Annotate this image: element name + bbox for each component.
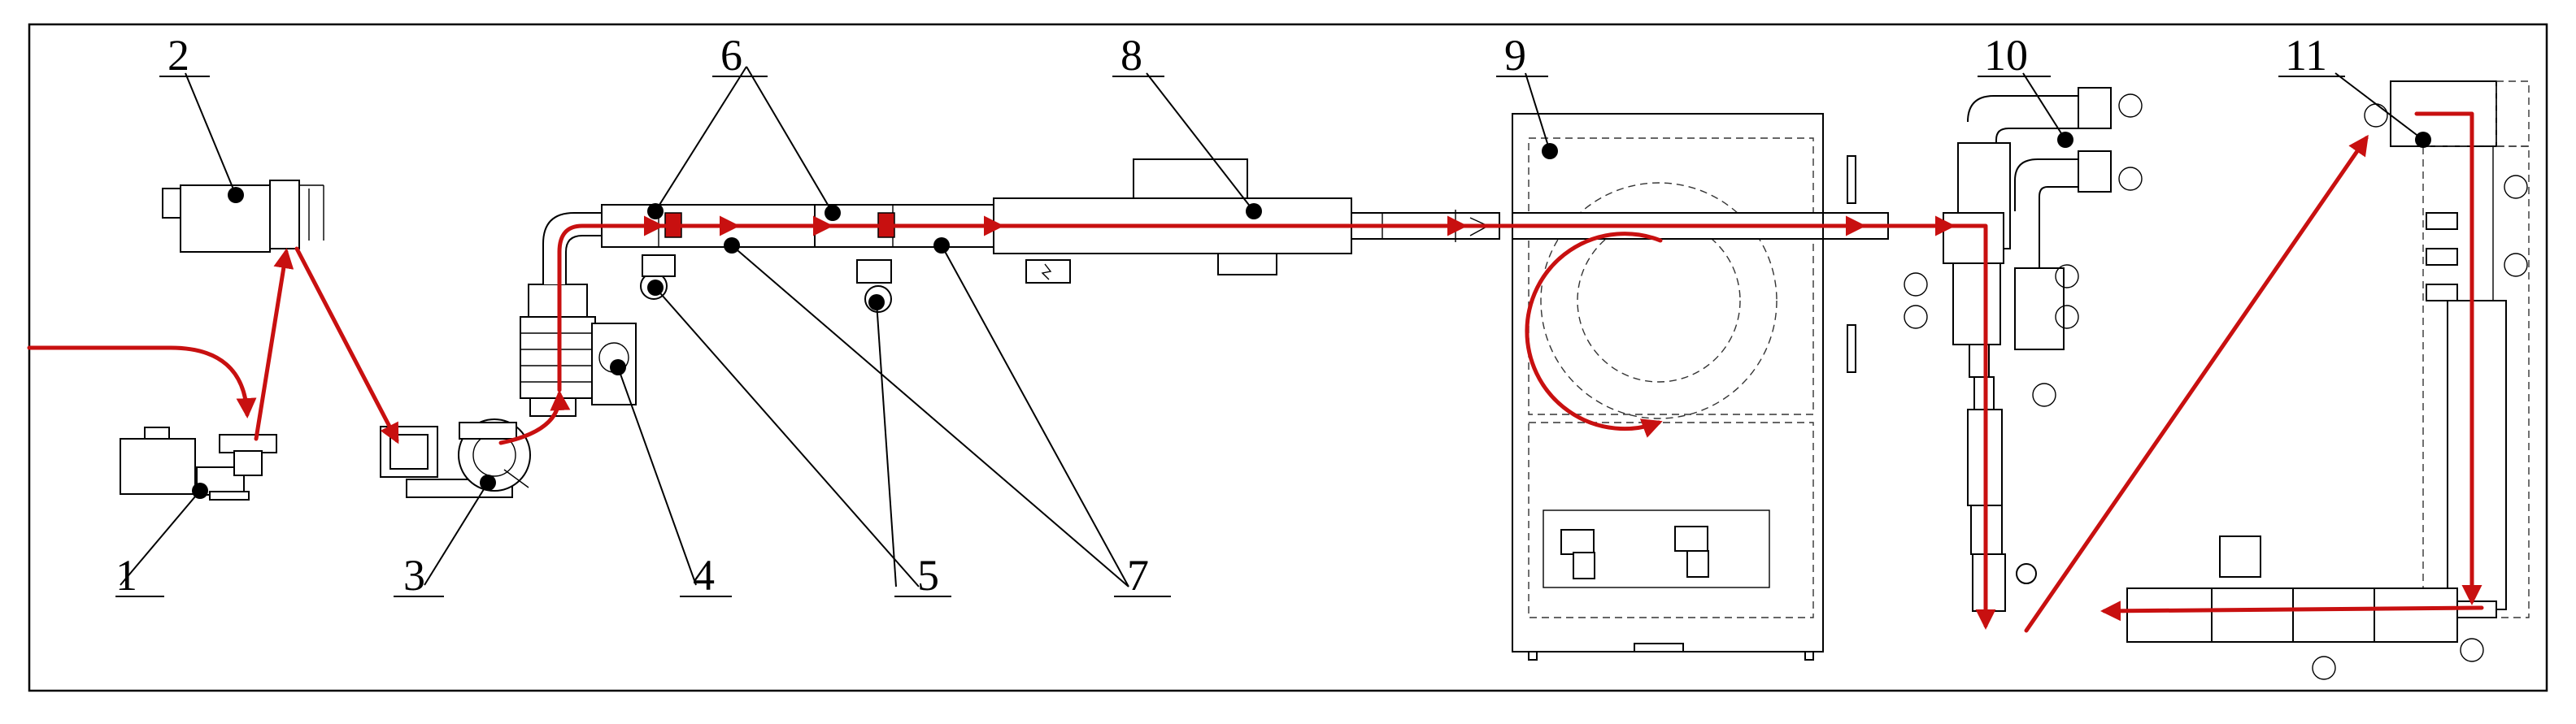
process-flow [27,111,2484,633]
label-4: 4 [680,551,732,600]
label-8: 8 [1112,31,1164,80]
equipment-10 [1904,87,2143,612]
label-6: 6 [712,31,768,80]
svg-text:8: 8 [1120,31,1142,80]
svg-text:5: 5 [917,551,939,600]
svg-text:7: 7 [1127,551,1149,600]
label-2: 2 [159,31,210,80]
label-3: 3 [394,551,444,600]
svg-text:6: 6 [720,31,742,80]
label-11: 11 [2278,31,2345,80]
label-7: 7 [1114,551,1171,600]
figure-frame [28,23,2548,692]
label-10: 10 [1978,31,2051,80]
svg-text:4: 4 [693,551,715,600]
label-9: 9 [1496,31,1548,80]
equipment-11 [2126,80,2530,680]
callout-labels: 1 2 3 4 5 6 7 8 [115,31,2345,600]
svg-text:9: 9 [1504,31,1526,80]
main-duct [601,158,1500,284]
leader-lines [120,66,2424,587]
equipment-1 [120,427,277,501]
svg-text:3: 3 [403,551,425,600]
equipment-3 [380,418,531,498]
equipment-2 [162,180,324,253]
equipment-5 [640,254,892,313]
label-5: 5 [894,551,951,600]
svg-text:10: 10 [1984,31,2028,80]
svg-text:1: 1 [115,551,137,600]
label-1: 1 [115,551,164,600]
svg-text:11: 11 [2285,31,2327,80]
equipment-9 [1512,113,1889,661]
svg-text:2: 2 [168,31,189,80]
